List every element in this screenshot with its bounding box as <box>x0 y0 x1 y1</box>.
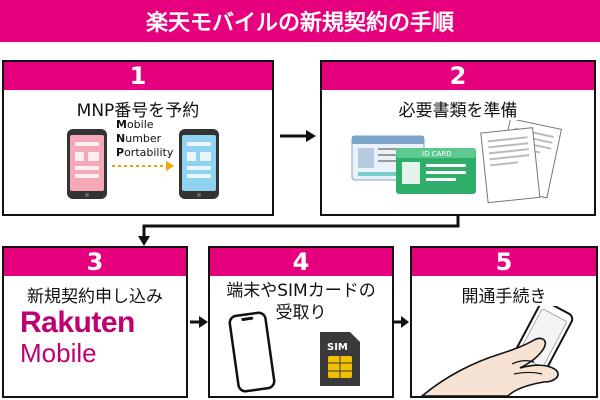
step-1-number: 1 <box>4 62 272 90</box>
rakuten-logo-line1: Rakuten <box>20 306 135 339</box>
flow-arrow-icon <box>190 316 208 328</box>
step-4-box: 4 端末やSIMカードの 受取り SIM <box>208 246 394 398</box>
step-1-box: 1 MNP番号を予約 Mobile Number Portability <box>2 60 274 216</box>
step-4-label: 端末やSIMカードの 受取り <box>210 280 392 324</box>
mnp-n: N <box>116 132 126 145</box>
mnp-legend: Mobile Number Portability <box>116 118 173 160</box>
dotted-arrow-icon <box>112 161 174 171</box>
step-4-label-line1: 端末やSIMカードの <box>226 281 376 301</box>
sim-card-text: SIM <box>327 342 348 353</box>
step-5-box: 5 開通手続き <box>410 246 598 398</box>
step-5-label: 開通手続き <box>461 287 547 307</box>
mnp-p: P <box>116 146 125 159</box>
page-title: 楽天モバイルの新規契約の手順 <box>0 0 600 42</box>
mnp-n-rest: umber <box>125 132 162 145</box>
id-card-icon: ID CARD <box>351 135 476 194</box>
step-3-label: 新規契約申し込み <box>27 287 163 307</box>
id-card-text: ID CARD <box>422 150 452 158</box>
step-3-box: 3 新規契約申し込み Rakuten Mobile <box>2 246 188 398</box>
sim-card-icon: SIM <box>320 332 360 386</box>
phone-pink-icon <box>67 129 107 199</box>
flow-arrow-icon <box>138 216 460 246</box>
flow-arrow-icon <box>394 316 409 328</box>
phone-blue-icon <box>179 129 219 199</box>
mnp-p-rest: ortability <box>124 146 174 159</box>
documents-icon <box>480 120 563 204</box>
mnp-m-rest: obile <box>126 118 154 131</box>
step-2-box: 2 必要書類を準備 ID CARD <box>320 60 596 216</box>
step-2-number: 2 <box>322 62 594 90</box>
mnp-m: M <box>116 118 127 131</box>
step-5-number: 5 <box>412 248 596 276</box>
rakuten-logo-line2: Mobile <box>20 338 97 368</box>
step-2-label: 必要書類を準備 <box>398 101 518 121</box>
hand-phone-icon <box>420 306 574 396</box>
flow-arrow-icon <box>280 130 316 142</box>
step-4-label-line2: 受取り <box>275 303 327 323</box>
step-1-label: MNP番号を予約 <box>76 101 200 121</box>
step-3-number: 3 <box>4 248 186 276</box>
rakuten-mobile-logo: Rakuten Mobile <box>20 306 135 369</box>
step-4-number: 4 <box>210 248 392 276</box>
smartphone-outline-icon <box>228 311 276 393</box>
